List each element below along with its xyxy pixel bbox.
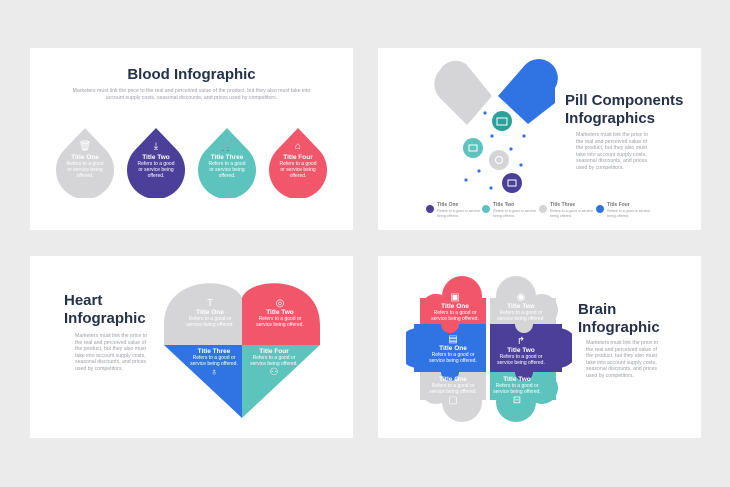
cart-icon: 🛒 <box>220 141 234 152</box>
slide-title-line2: Infographic <box>64 310 146 327</box>
slide-description: Marketers must link the price to the rea… <box>75 333 148 372</box>
door-icon: ▣ <box>450 292 460 303</box>
slide-description: Marketers must link the price to the rea… <box>576 132 649 171</box>
arrow-turn-icon: ↱ <box>516 336 526 347</box>
slide-title-line1: Brain <box>578 301 617 318</box>
slide-description: Marketers must link the price to the rea… <box>72 88 311 101</box>
download-icon: ⤓ <box>153 141 159 152</box>
slide-description: Marketers must link the price to the rea… <box>586 340 659 379</box>
teal-dark-circle <box>492 111 512 131</box>
item-desc: Refers to a good or service being offere… <box>279 161 317 179</box>
item-title: Title Three <box>210 154 244 161</box>
item-desc: Refers to a good or service being offere… <box>137 161 175 179</box>
frame-icon: ▢ <box>448 395 458 406</box>
eye-slash-icon: ◎ <box>275 298 285 309</box>
slide-title-line1: Pill Components <box>565 92 684 109</box>
pill-graphic <box>434 59 558 193</box>
eye-icon: ◉ <box>516 292 526 303</box>
item-desc: Refers to a good or service being offere… <box>66 161 104 179</box>
item-title: Title Two <box>142 154 170 161</box>
clipboard-icon: ▤ <box>448 334 458 345</box>
pill-infographic-slide[interactable]: Pill Components Infographics Marketers m… <box>378 48 701 230</box>
item-desc: Refers to a good or service being offere… <box>208 161 246 179</box>
heart-infographic-slide[interactable]: Heart Infographic Marketers must link th… <box>30 256 353 438</box>
item-title: Title Four <box>283 154 313 161</box>
slide-title-line1: Heart <box>64 292 103 309</box>
brain-graphic <box>406 276 572 422</box>
slide-title-line2: Infographics <box>565 110 656 127</box>
slide-title-line2: Infographic <box>578 319 660 336</box>
lightbulb-icon: ♁ <box>210 367 218 378</box>
briefcase-icon: ⊟ <box>512 395 522 406</box>
users-icon: ⚇ <box>269 367 279 378</box>
text-icon: T <box>206 298 214 309</box>
basket-icon: ⌂ <box>294 141 302 152</box>
blood-infographic-slide[interactable]: Blood Infographic Marketers must link th… <box>30 48 353 230</box>
heart-graphic <box>164 283 320 418</box>
item-title: Title One <box>71 154 99 161</box>
slide-title: Blood Infographic <box>127 66 256 83</box>
trash-icon: 🗑 <box>78 141 92 152</box>
